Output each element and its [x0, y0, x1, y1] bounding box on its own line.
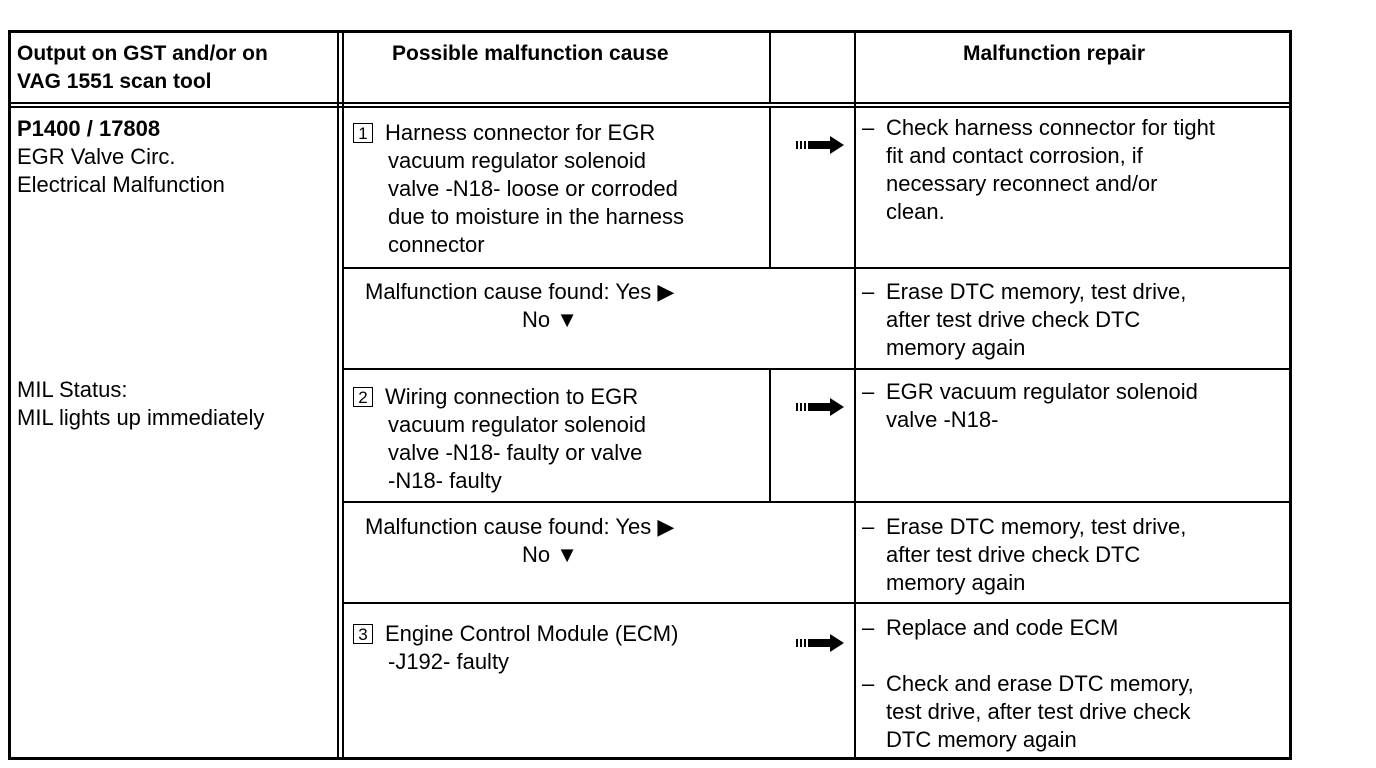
col2-divider-header	[769, 30, 771, 104]
step-3-repair-b: –Check and erase DTC memory, test drive,…	[862, 670, 1194, 754]
header-cause: Possible malfunction cause	[392, 42, 669, 65]
mil-status: MIL Status: MIL lights up immediately	[17, 376, 264, 432]
dash-symbol: –	[862, 279, 875, 304]
row-divider-3	[342, 501, 1292, 503]
step-3-cause-line: Engine Control Module (ECM)	[385, 621, 679, 646]
header-repair: Malfunction repair	[963, 42, 1146, 65]
header-output-line1: Output on GST and/or on	[17, 42, 268, 65]
dash-symbol: –	[862, 115, 875, 140]
step-1-cause-line: connector	[388, 232, 485, 257]
col2-divider-step2	[769, 369, 771, 502]
table-frame	[8, 30, 1292, 760]
step-1-cause-line: vacuum regulator solenoid	[388, 148, 647, 173]
mil-value: MIL lights up immediately	[17, 405, 265, 430]
found-row-1-yes: Malfunction cause found: Yes ▶	[365, 278, 674, 306]
step-number-box: 1	[353, 123, 373, 143]
dtc-desc-line2: Electrical Malfunction	[17, 172, 225, 197]
col1-divider-outer	[337, 30, 339, 760]
step-2-repair-line: EGR vacuum regulator solenoid	[886, 379, 1198, 404]
step-2-cause-line: -N18- faulty	[388, 468, 502, 493]
found-row-2-repair: –Erase DTC memory, test drive, after tes…	[862, 513, 1186, 597]
found-row-2-yes: Malfunction cause found: Yes ▶	[365, 513, 674, 541]
found-yes-label: Malfunction cause found: Yes	[365, 279, 652, 304]
step-3-repair-line: test drive, after test drive check	[886, 699, 1191, 724]
col1-divider-inner	[342, 30, 344, 760]
found-repair-line: memory again	[886, 335, 1026, 360]
dash-symbol: –	[862, 514, 875, 539]
row-divider-2	[342, 368, 1292, 370]
dtc-desc-line1: EGR Valve Circ.	[17, 144, 176, 169]
step-3-repair-line: Check and erase DTC memory,	[886, 671, 1194, 696]
right-arrow-icon	[796, 634, 844, 652]
step-1-repair: –Check harness connector for tight fit a…	[862, 114, 1215, 226]
step-number-box: 2	[353, 387, 373, 407]
step-1-repair-line: Check harness connector for tight	[886, 115, 1215, 140]
found-repair-line: memory again	[886, 570, 1026, 595]
header-output-line2: VAG 1551 scan tool	[17, 70, 212, 93]
dash-symbol: –	[862, 379, 875, 404]
step-number-box: 3	[353, 624, 373, 644]
col2-divider-step1	[769, 106, 771, 268]
step-1-cause: 1 Harness connector for EGR vacuum regula…	[353, 119, 684, 259]
step-1-cause-line: Harness connector for EGR	[385, 120, 656, 145]
row-divider-4	[342, 602, 1292, 604]
found-no-label: No	[522, 307, 551, 332]
right-arrow-icon	[796, 136, 844, 154]
found-repair-line: after test drive check DTC	[886, 307, 1141, 332]
found-repair-line: Erase DTC memory, test drive,	[886, 514, 1187, 539]
mil-label: MIL Status:	[17, 377, 128, 402]
step-2-cause-line: Wiring connection to EGR	[385, 384, 639, 409]
step-1-cause-line: valve -N18- loose or corroded	[388, 176, 678, 201]
step-1-repair-line: fit and contact corrosion, if	[886, 143, 1143, 168]
found-row-2-no: No ▼	[522, 541, 578, 569]
found-row-1-repair: –Erase DTC memory, test drive, after tes…	[862, 278, 1186, 362]
step-3-repair-a: –Replace and code ECM	[862, 614, 1118, 642]
found-row-1-no: No ▼	[522, 306, 578, 334]
dash-symbol: –	[862, 671, 875, 696]
step-1-repair-line: clean.	[886, 199, 945, 224]
step-2-repair-line: valve -N18-	[886, 407, 999, 432]
dtc-info: P1400 / 17808 EGR Valve Circ. Electrical…	[17, 115, 225, 199]
step-1-repair-line: necessary reconnect and/or	[886, 171, 1158, 196]
step-3-cause-line: -J192- faulty	[388, 649, 510, 674]
dtc-code: P1400 / 17808	[17, 116, 161, 141]
found-repair-line: Erase DTC memory, test drive,	[886, 279, 1187, 304]
right-triangle-icon: ▶	[657, 279, 675, 304]
step-3-repair-line: Replace and code ECM	[886, 615, 1119, 640]
col3-divider	[854, 30, 856, 760]
right-arrow-icon	[796, 398, 844, 416]
right-triangle-icon: ▶	[657, 514, 675, 539]
down-triangle-icon: ▼	[556, 542, 579, 567]
step-3-cause: 3 Engine Control Module (ECM) -J192- faul…	[353, 620, 678, 676]
header-output: Output on GST and/or on VAG 1551 scan to…	[17, 40, 268, 96]
row-divider-1	[342, 267, 1292, 269]
step-1-cause-line: due to moisture in the harness	[388, 204, 684, 229]
found-repair-line: after test drive check DTC	[886, 542, 1141, 567]
dash-symbol: –	[862, 615, 875, 640]
step-2-cause-line: vacuum regulator solenoid	[388, 412, 647, 437]
step-2-cause-line: valve -N18- faulty or valve	[388, 440, 643, 465]
header-divider	[8, 102, 1292, 108]
down-triangle-icon: ▼	[556, 307, 579, 332]
found-no-label: No	[522, 542, 551, 567]
step-2-repair: –EGR vacuum regulator solenoid valve -N1…	[862, 378, 1198, 434]
step-3-repair-line: DTC memory again	[886, 727, 1077, 752]
found-yes-label: Malfunction cause found: Yes	[365, 514, 652, 539]
step-2-cause: 2 Wiring connection to EGR vacuum regulat…	[353, 383, 646, 495]
